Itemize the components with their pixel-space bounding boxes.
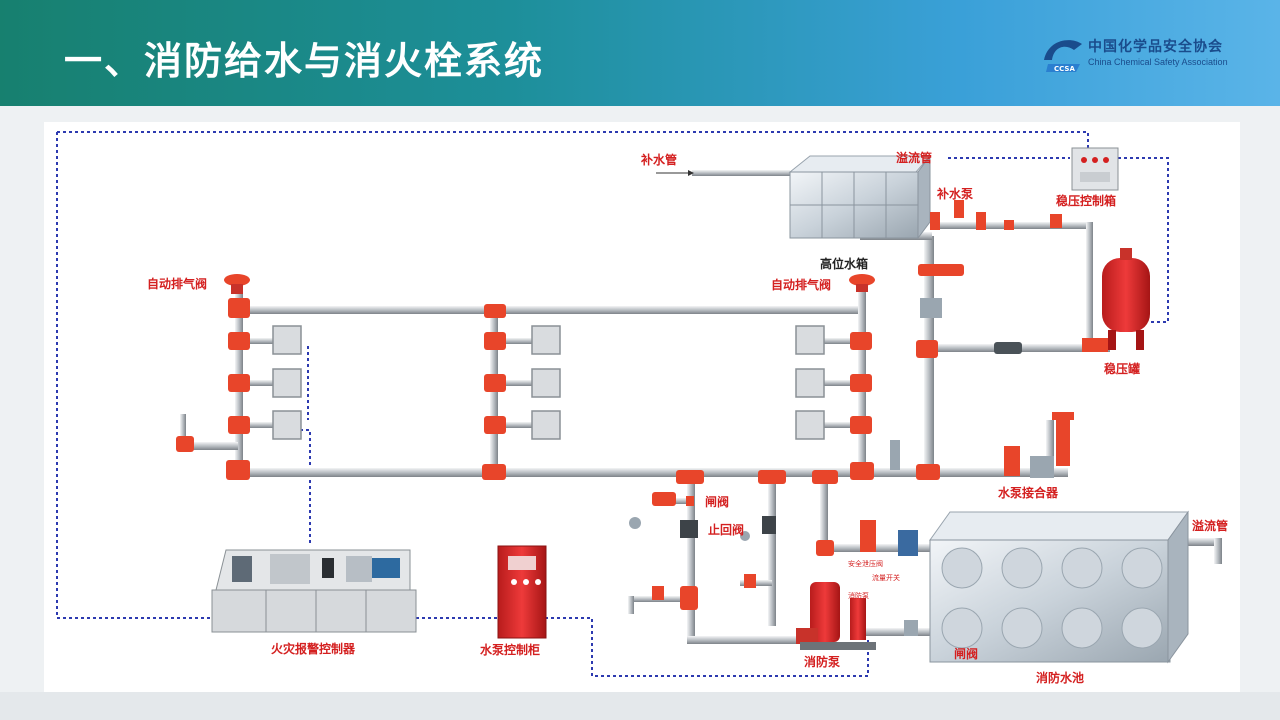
diagram-labels: 补水管 溢流管 补水泵 稳压控制箱 高位水箱 自动排气阀 自动排气阀 稳压罐 水… — [147, 150, 1228, 685]
fire-alarm-controller — [211, 549, 417, 633]
hydrant-boxes — [272, 325, 825, 440]
riser-valves — [890, 264, 1074, 478]
pressure-tank — [1082, 248, 1150, 352]
label-gate-valve-bottom: 闸阀 — [954, 646, 978, 661]
ccsa-logo-icon: CCSA — [1044, 40, 1082, 73]
label-high-tank: 高位水箱 — [820, 256, 868, 271]
svg-text:CCSA: CCSA — [1054, 65, 1075, 73]
logo-name-cn: 中国化学品安全协会 — [1088, 39, 1223, 55]
association-logo: CCSA 中国化学品安全协会 China Chemical Safety Ass… — [1040, 30, 1260, 82]
make-up-pump — [930, 200, 1062, 230]
label-pressure-tank: 稳压罐 — [1104, 361, 1140, 376]
pipe-fittings — [176, 298, 940, 610]
label-pump-adapter: 水泵接合器 — [998, 485, 1059, 500]
fire-water-pool — [929, 510, 1189, 664]
pressure-control-panel — [1071, 147, 1119, 191]
label-fire-pump: 消防泵 — [804, 654, 840, 669]
label-check-valve: 止回阀 — [708, 522, 744, 537]
label-small-flow: 流量开关 — [872, 573, 900, 582]
high-level-water-tank — [788, 154, 932, 240]
pump-room-valves — [629, 492, 976, 640]
label-small-pump: 消防泵 — [848, 591, 869, 600]
header-bar — [0, 0, 1280, 106]
bottom-strip — [0, 692, 1280, 720]
label-fire-pool: 消防水池 — [1036, 670, 1084, 685]
auto-vent-right — [849, 274, 875, 292]
make-up-pipe-arrow — [656, 170, 694, 176]
slide-title: 一、消防给水与消火栓系统 — [64, 39, 545, 83]
auto-vent-left — [224, 274, 250, 294]
label-gate-valve-top: 闸阀 — [705, 494, 729, 509]
label-make-up-pump: 补水泵 — [936, 186, 973, 201]
label-auto-vent-right: 自动排气阀 — [771, 277, 831, 292]
label-pump-cabinet: 水泵控制柜 — [480, 642, 540, 657]
label-small-relief: 安全泄压阀 — [848, 559, 883, 568]
label-pressure-panel: 稳压控制箱 — [1056, 193, 1116, 208]
pump-control-cabinet — [497, 545, 547, 639]
label-fire-alarm-controller: 火灾报警控制器 — [271, 641, 356, 656]
label-auto-vent-left: 自动排气阀 — [147, 276, 207, 291]
label-overflow-right: 溢流管 — [1192, 518, 1228, 533]
signal-lines — [56, 131, 1169, 677]
label-overflow-top: 溢流管 — [896, 150, 932, 165]
logo-name-en: China Chemical Safety Association — [1088, 57, 1228, 67]
fire-pump — [796, 582, 876, 650]
label-make-up-pipe: 补水管 — [640, 152, 677, 167]
